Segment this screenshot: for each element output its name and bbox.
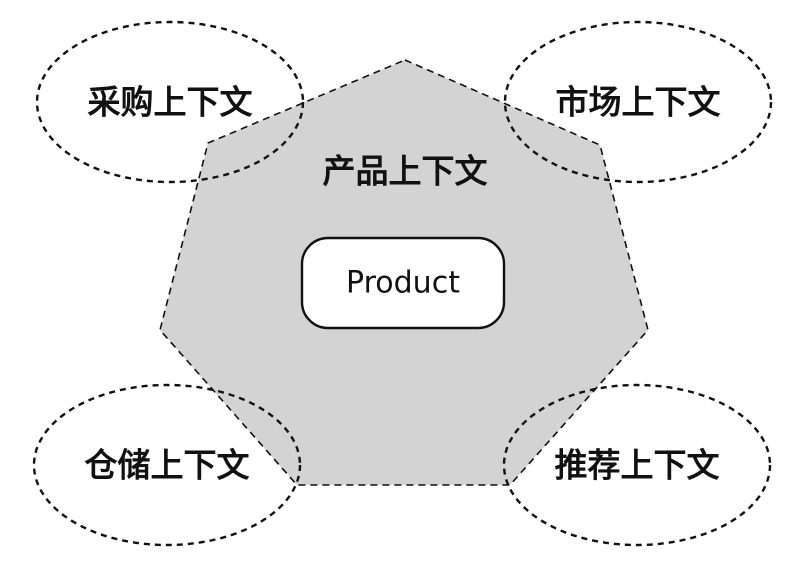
recommendation-context-label: 推荐上下文	[555, 446, 720, 485]
procurement-context-label: 采购上下文	[88, 83, 253, 122]
market-context-ellipse	[503, 20, 773, 184]
product-entity-label: Product	[346, 266, 460, 301]
product-entity-box	[300, 236, 506, 330]
procurement-context-ellipse	[35, 20, 305, 184]
product-context-label: 产品上下文	[323, 152, 488, 191]
recommendation-context-ellipse	[502, 383, 772, 547]
warehouse-context-label: 仓储上下文	[85, 446, 250, 485]
market-context-label: 市场上下文	[556, 83, 721, 122]
warehouse-context-ellipse	[32, 383, 302, 547]
